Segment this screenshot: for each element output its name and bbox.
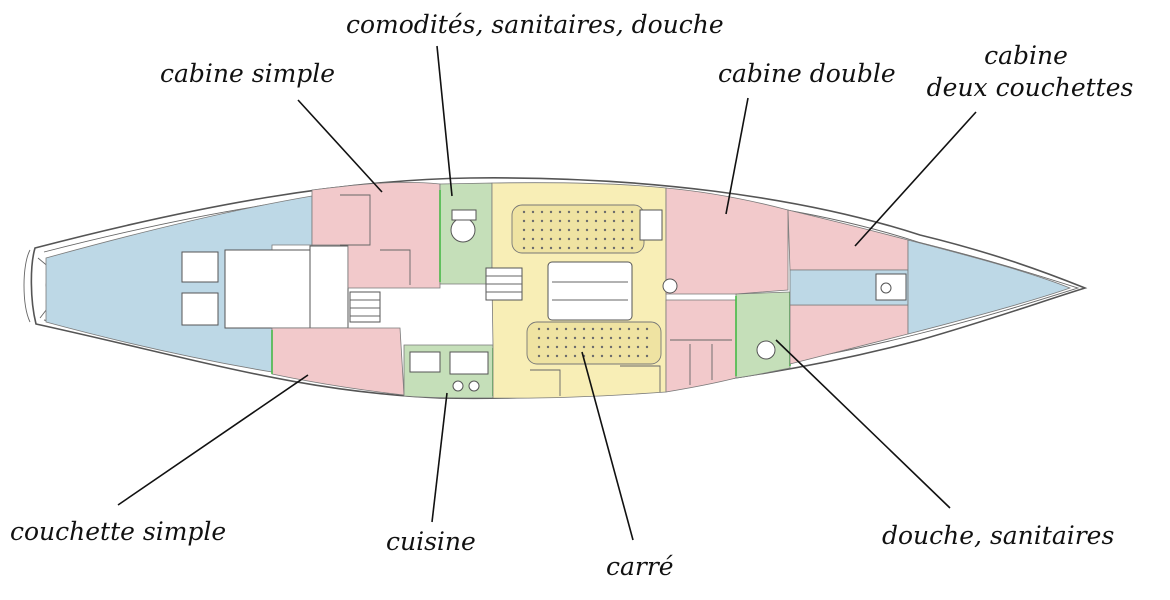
engine-box — [309, 245, 349, 329]
label-cabine-simple: cabine simple — [160, 59, 335, 88]
zone-sanitaires-pink — [665, 299, 737, 393]
label-douche-sanitaires: douche, sanitaires — [882, 521, 1114, 550]
leader-carre — [581, 351, 634, 541]
label-cabine-deux-line1: cabine — [984, 41, 1068, 70]
cockpit-well — [224, 249, 311, 329]
label-couchette-simple: couchette simple — [10, 517, 226, 546]
label-comodites: comodités, sanitaires, douche — [346, 10, 724, 39]
zone-douche-sanitaires — [735, 291, 791, 379]
leader-comodites — [436, 45, 453, 197]
chart-table — [639, 209, 663, 241]
cockpit-seat-top — [181, 251, 219, 283]
forepeak-zone — [907, 239, 1072, 335]
label-carre: carré — [606, 552, 674, 581]
leader-douche-sanitaires — [775, 339, 951, 509]
settee-pattern — [522, 210, 649, 358]
zone-couchette-simple — [271, 327, 405, 396]
cockpit-seat-bottom — [181, 292, 219, 326]
leader-couchette-simple — [117, 374, 309, 506]
leader-cabine-simple — [297, 99, 383, 193]
steps-lines — [350, 299, 380, 317]
zone-cabine-simple — [311, 182, 441, 289]
label-cuisine: cuisine — [386, 527, 476, 556]
saloon-table — [547, 261, 633, 321]
label-cabine-deux-line2: deux couchettes — [927, 73, 1134, 102]
settee-bottom — [526, 321, 662, 365]
zone-cabine-double — [665, 187, 789, 295]
label-cabine-double: cabine double — [718, 59, 896, 88]
companionway-steps — [349, 291, 381, 323]
leader-cabine-deux-couchettes — [854, 111, 977, 247]
leader-cabine-double — [725, 97, 749, 215]
leader-cuisine — [431, 392, 448, 523]
